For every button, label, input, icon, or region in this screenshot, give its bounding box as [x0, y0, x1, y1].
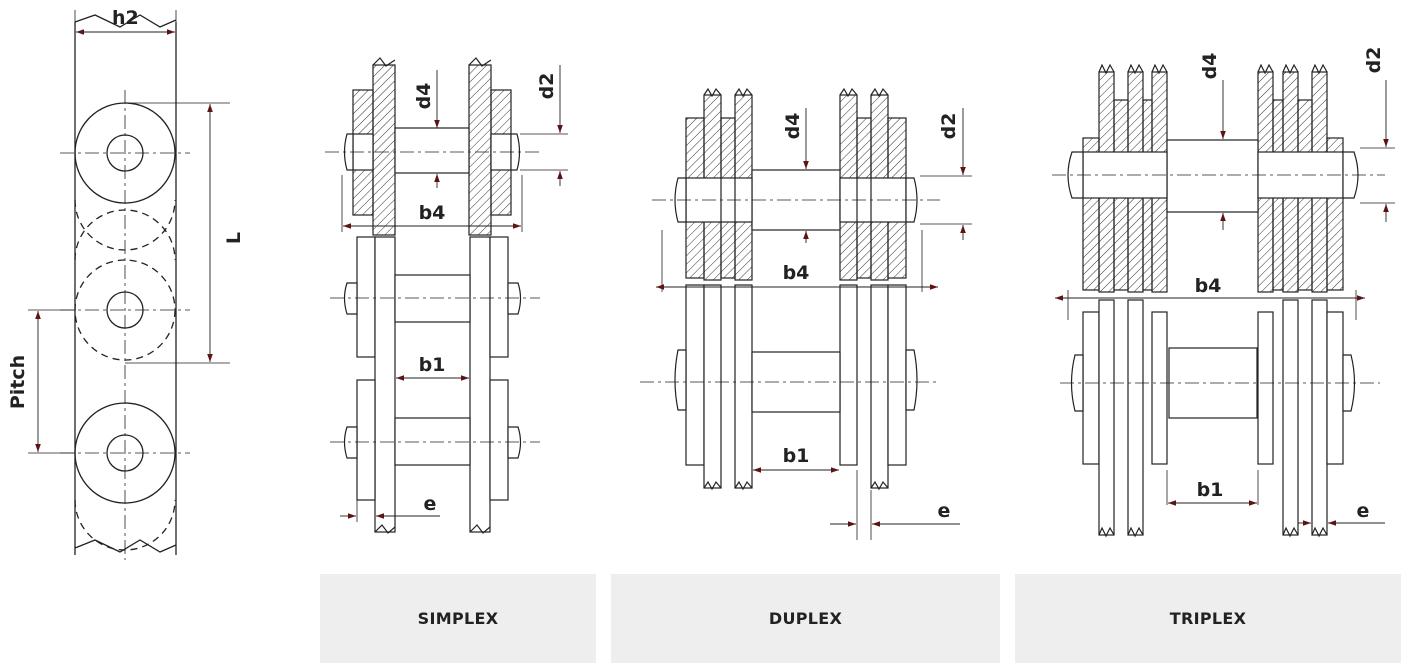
simplex-b4-label: b4 [419, 202, 446, 224]
triplex-b1-label: b1 [1197, 479, 1224, 501]
l-label: L [223, 232, 245, 244]
duplex-b4-label: b4 [783, 262, 810, 284]
duplex-b1-label: b1 [783, 445, 810, 467]
duplex-e-label: e [938, 500, 951, 522]
triplex-e-label: e [1357, 500, 1370, 522]
simplex-b1-label: b1 [419, 354, 446, 376]
triplex-d4-label: d4 [1199, 53, 1221, 80]
tab-duplex[interactable]: DUPLEX [611, 574, 1000, 663]
simplex-d2-label: d2 [536, 73, 558, 100]
triplex-b4-label: b4 [1195, 275, 1222, 297]
tab-triplex[interactable]: TRIPLEX [1015, 574, 1401, 663]
simplex-d4-label: d4 [413, 83, 435, 110]
duplex-d4-label: d4 [782, 113, 804, 140]
simplex-view [325, 57, 568, 534]
duplex-d2-label: d2 [938, 113, 960, 140]
triplex-view [1052, 63, 1395, 538]
pitch-label: Pitch [7, 355, 29, 409]
tab-simplex[interactable]: SIMPLEX [320, 574, 596, 663]
simplex-e-label: e [424, 493, 437, 515]
chain-technical-drawing: h2 L Pitch [7, 7, 1395, 560]
duplex-view [640, 87, 972, 540]
h2-label: h2 [112, 7, 139, 29]
side-view [28, 10, 230, 560]
triplex-d2-label: d2 [1363, 47, 1385, 74]
